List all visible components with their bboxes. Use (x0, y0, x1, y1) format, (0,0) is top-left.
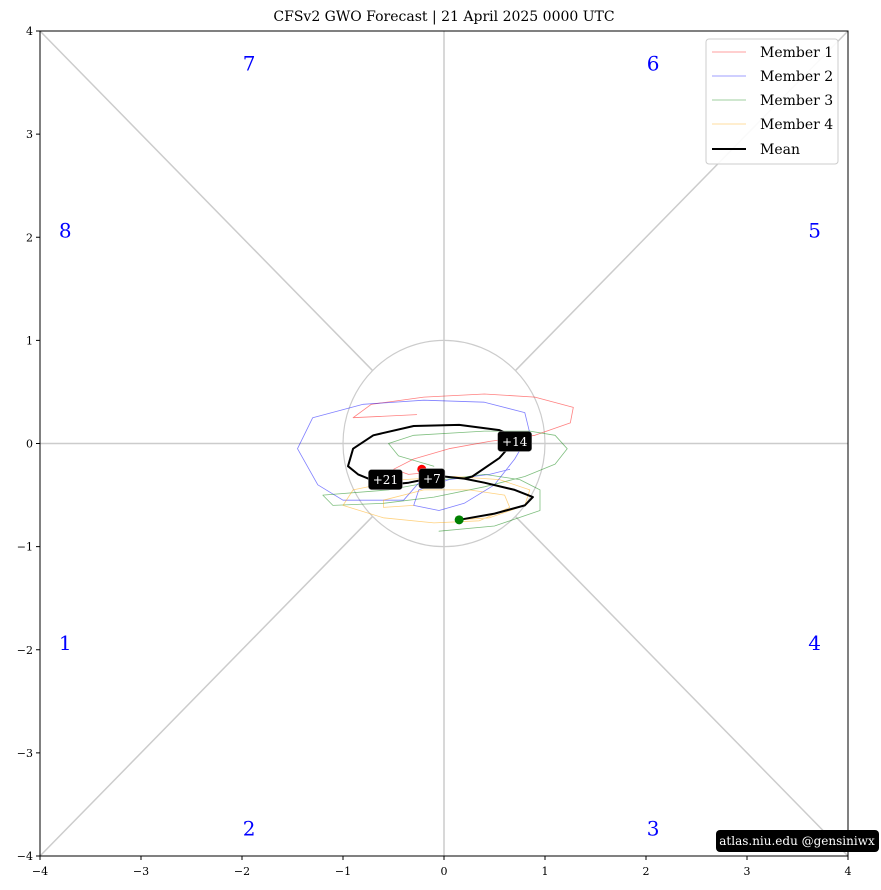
x-tick-label: −3 (133, 865, 149, 878)
x-tick-label: 0 (441, 865, 448, 878)
credit-box (716, 830, 879, 852)
day-label-box (497, 431, 532, 452)
x-tick-label: −1 (335, 865, 351, 878)
legend-label-member-1: Member 1 (760, 45, 833, 61)
x-tick-label: 1 (542, 865, 549, 878)
y-tick-label: 2 (26, 231, 33, 244)
diagonal-line-3 (514, 515, 849, 857)
phase-label-7: 7 (243, 52, 256, 76)
day-label-box (368, 469, 403, 490)
y-tick-label: −2 (17, 644, 33, 657)
series-line-member-4 (342, 476, 531, 524)
day-label: +21 (373, 473, 398, 487)
legend-label-member-4: Member 4 (760, 117, 833, 133)
diagonal-line-1 (39, 30, 374, 372)
phase-label-2: 2 (243, 817, 256, 841)
x-axis-ticks: −4 −3 −2 −1 0 1 2 3 4 (32, 856, 852, 878)
series-line-member-1 (352, 393, 574, 475)
phase-labels: 1 2 3 4 5 6 7 8 (59, 52, 821, 841)
x-tick-label: 3 (744, 865, 751, 878)
phase-label-1: 1 (59, 631, 72, 655)
y-tick-label: 3 (26, 128, 33, 141)
legend-box (705, 38, 839, 165)
legend-label-member-2: Member 2 (760, 69, 833, 85)
x-tick-label: −4 (32, 865, 48, 878)
legend: Member 1 Member 2 Member 3 Member 4 Mean (705, 38, 839, 165)
phase-label-8: 8 (59, 219, 72, 243)
series-line-member-3 (322, 430, 568, 532)
series-line-member-2 (297, 399, 531, 511)
y-tick-label: −4 (17, 850, 33, 863)
y-tick-label: 4 (26, 25, 33, 38)
diagonal-line-4 (39, 515, 374, 857)
y-tick-label: 1 (26, 334, 33, 347)
chart-title: CFSv2 GWO Forecast | 21 April 2025 0000 … (273, 9, 614, 25)
day-label-box (418, 468, 446, 489)
x-tick-label: 4 (845, 865, 852, 878)
y-tick-label: −3 (17, 747, 33, 760)
y-tick-label: −1 (17, 541, 33, 554)
day-label: +14 (502, 435, 528, 449)
phase-label-6: 6 (647, 52, 660, 76)
credit-badge: atlas.niu.edu @gensiniwx (716, 830, 879, 852)
legend-label-member-3: Member 3 (760, 93, 833, 109)
x-tick-label: 2 (643, 865, 650, 878)
legend-label-mean: Mean (760, 142, 800, 158)
credit-text: atlas.niu.edu @gensiniwx (719, 834, 875, 848)
phase-label-5: 5 (808, 219, 821, 243)
y-tick-label: 0 (26, 438, 33, 451)
y-axis-ticks: −4 −3 −2 −1 0 1 2 3 4 (17, 25, 40, 863)
unit-circle (342, 339, 546, 548)
x-tick-label: −2 (234, 865, 250, 878)
phase-label-4: 4 (808, 631, 821, 655)
phase-label-3: 3 (647, 817, 660, 841)
start-marker (454, 515, 464, 525)
day-label: +7 (423, 472, 441, 486)
day-labels: +7 +14 +21 (368, 431, 532, 490)
